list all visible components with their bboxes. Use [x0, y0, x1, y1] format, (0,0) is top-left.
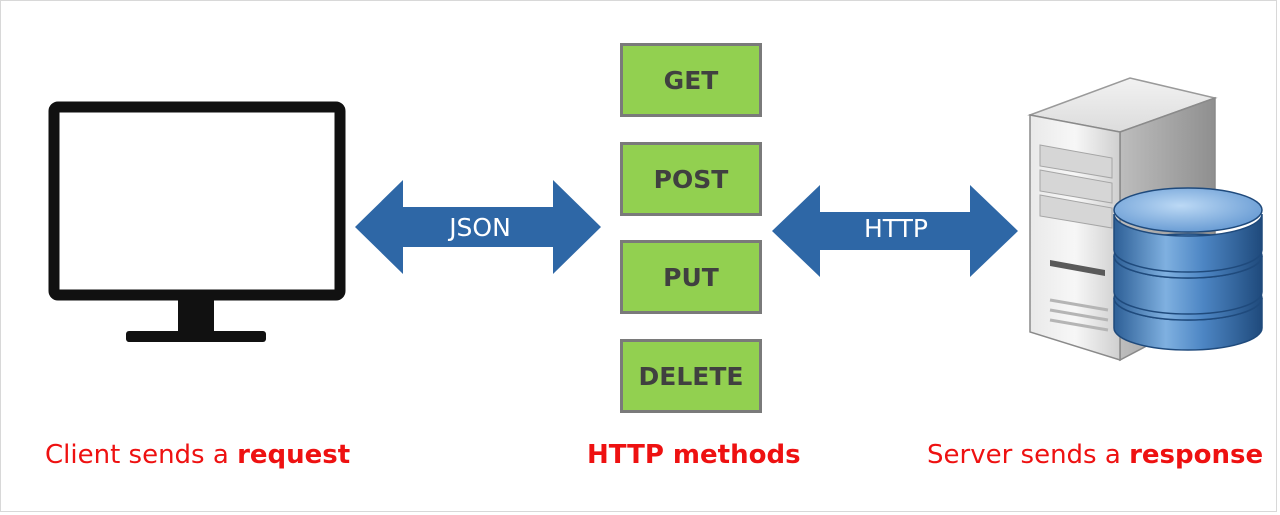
- put-method-box: PUT: [620, 240, 762, 314]
- get-method-box: GET: [620, 43, 762, 117]
- server-caption-emphasis: response: [1129, 440, 1264, 470]
- post-method-box: POST: [620, 142, 762, 216]
- monitor-icon: [48, 101, 346, 342]
- json-double-arrow: [355, 180, 601, 274]
- server-caption-prefix: Server sends a: [927, 440, 1130, 470]
- http-double-arrow: [772, 185, 1018, 277]
- server-caption: Server sends a response: [927, 438, 1263, 472]
- methods-caption-title: HTTP methods: [587, 440, 801, 470]
- client-caption: Client sends a request: [45, 438, 350, 472]
- json-label: JSON: [449, 213, 511, 242]
- http-label: HTTP: [864, 214, 928, 243]
- methods-caption: HTTP methods: [587, 438, 801, 472]
- client-caption-prefix: Client sends a: [45, 440, 238, 470]
- database-cylinder-icon: [1113, 187, 1263, 351]
- delete-method-box: DELETE: [620, 339, 762, 413]
- client-caption-emphasis: request: [237, 440, 351, 470]
